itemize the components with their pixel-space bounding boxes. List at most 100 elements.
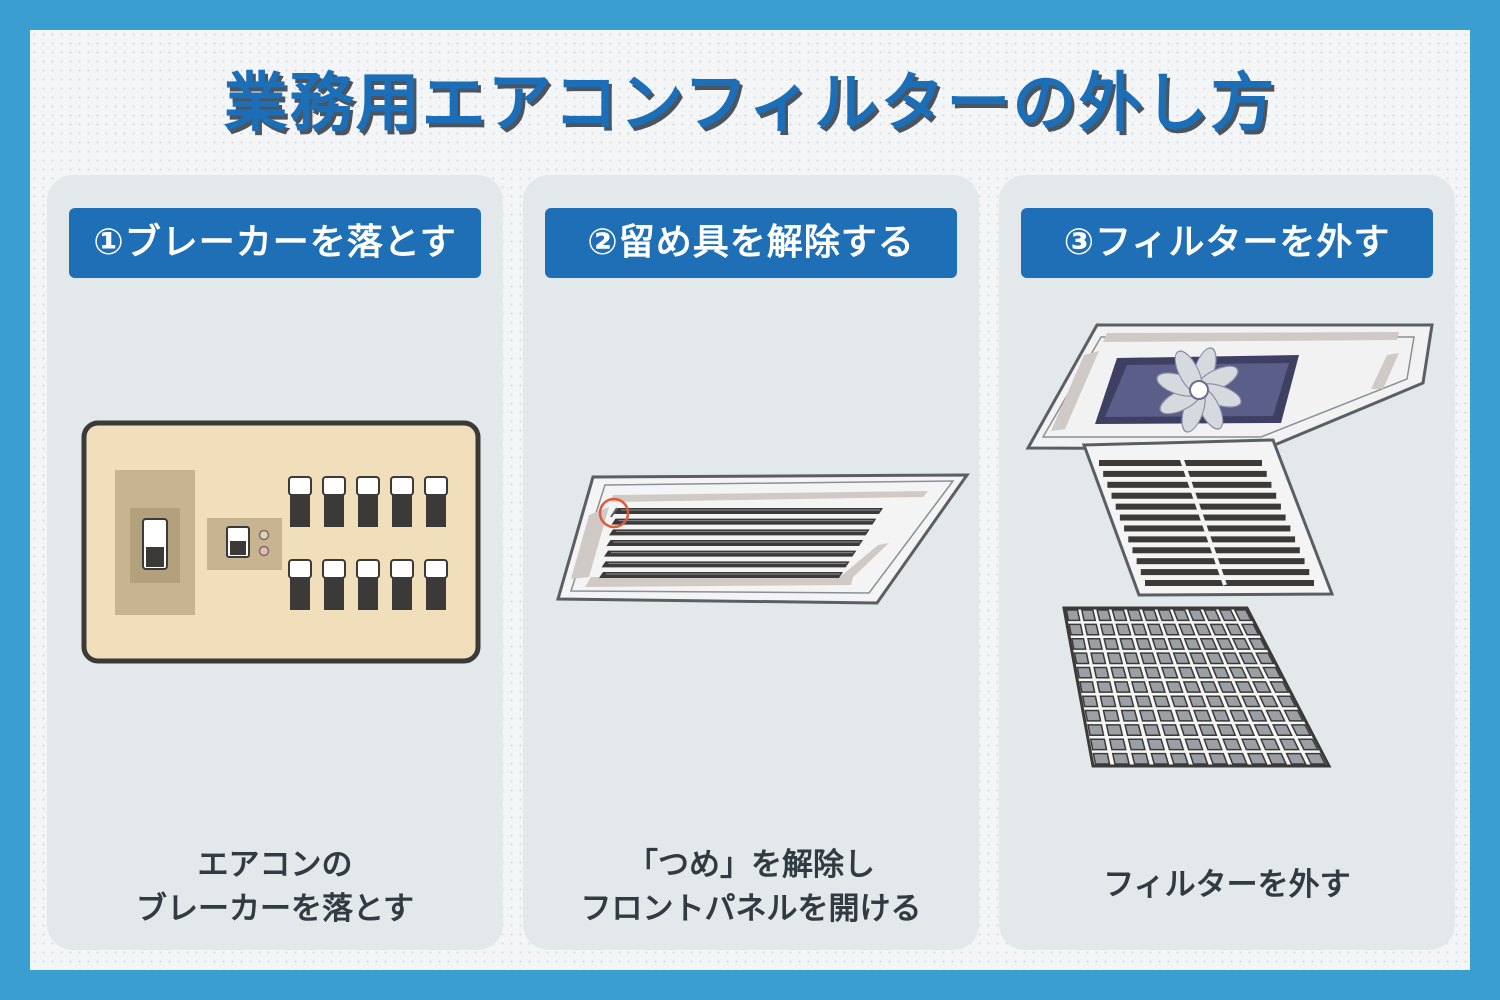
filter-mesh-cell (1278, 738, 1300, 751)
filter-mesh-cell (1148, 681, 1167, 693)
step-card-2: ②留め具を解除する 「つめ」を解除し フロントパネルを開ける (523, 175, 979, 950)
filter-mesh-cell (1089, 738, 1108, 751)
grille-slat (1145, 580, 1314, 586)
filter-mesh-cell (1081, 695, 1099, 708)
filter-mesh-cell (1225, 623, 1244, 636)
filter-mesh-cell (1080, 609, 1097, 622)
filter-mesh-cell (1240, 623, 1260, 636)
step-2-caption-line-2: フロントパネルを開ける (580, 891, 922, 927)
filter-mesh-cell (1161, 724, 1180, 737)
filter-mesh-cell (1253, 724, 1274, 737)
grille-slat (1140, 569, 1310, 576)
filter-mesh-cell (1297, 738, 1320, 751)
filter-mesh-cell (1203, 609, 1222, 622)
step-2-caption-line-1: 「つめ」を解除し (627, 847, 875, 883)
filter-mesh-cell (1070, 637, 1087, 650)
filter-mesh-cell (1184, 738, 1204, 751)
filter-mesh-cell (1258, 695, 1279, 708)
step-card-3: ③フィルターを外す フィルターを外す (999, 175, 1455, 950)
filter-mesh-cell (1222, 652, 1241, 665)
branch-breaker-row-1 (288, 476, 448, 527)
filter-mesh-cell (1119, 637, 1136, 650)
filter-mesh-cell (1127, 666, 1145, 679)
filter-mesh-cell (1143, 666, 1162, 679)
filter-mesh-cell (1223, 695, 1243, 708)
filter-mesh-cell (1087, 637, 1103, 650)
filter-mesh-cell (1179, 724, 1199, 737)
grille-slat (1128, 536, 1296, 543)
filter-mesh-cell (1182, 681, 1202, 693)
step-3-caption: フィルターを外す (999, 863, 1455, 907)
filter-mesh-cell (1150, 752, 1170, 765)
filter-mesh-cell (1079, 681, 1096, 693)
filter-mesh-cell (1187, 695, 1207, 708)
filter-mesh-cell (1103, 637, 1120, 650)
filter-mesh-cell (1231, 637, 1251, 650)
filter-mesh-cell (1217, 681, 1237, 693)
filter-mesh-cell (1233, 609, 1253, 622)
grille-slat (601, 561, 850, 568)
filter-mesh-cell (1102, 709, 1120, 722)
filter-removal-illustration (1025, 323, 1434, 768)
breaker-panel-illustration (81, 420, 481, 664)
filter-mesh-cell (1068, 623, 1084, 636)
filter-mesh-cell (1172, 609, 1190, 622)
filter-mesh-cell (1108, 738, 1127, 751)
filter-mesh-cell (1172, 652, 1191, 665)
filter-mesh-cell (1106, 652, 1124, 665)
filter-mesh-cell (1130, 681, 1149, 693)
filter-mesh-cell (1165, 681, 1184, 693)
filter-mesh-cell (1238, 652, 1258, 665)
filter-mesh-cell (1099, 623, 1116, 636)
filter-mesh-cell (1105, 724, 1124, 737)
filter-mesh-cell (1205, 652, 1225, 665)
filter-mesh-cell (1205, 695, 1225, 708)
filter-mesh-cell (1146, 623, 1164, 636)
filter-mesh-cell (1247, 709, 1268, 722)
filter-mesh-cell (1092, 752, 1111, 765)
filter-mesh-cell (1283, 709, 1305, 722)
filter-mesh-cell (1124, 724, 1143, 737)
filter-mesh-cell (1156, 652, 1174, 665)
filter-mesh-cell (1131, 752, 1150, 765)
filter-mesh-cell (1151, 637, 1169, 650)
filter-mesh-cell (1111, 752, 1131, 765)
filter-mesh-cell (1246, 752, 1268, 765)
filter-mesh-cell (1083, 623, 1100, 636)
filter-mesh-cell (1216, 724, 1237, 737)
filter-mesh-cell (1229, 709, 1249, 722)
filter-mesh-cell (1183, 637, 1202, 650)
filter-mesh-cell (1142, 609, 1159, 622)
filter-mesh-cell (1247, 637, 1268, 650)
grille-slat (599, 572, 843, 578)
filter-mesh-cell (1222, 738, 1243, 751)
filter-mesh-cell (1156, 709, 1176, 722)
grille-slat (609, 529, 870, 536)
grille-slat (614, 508, 883, 514)
filter-mesh-cell (1093, 666, 1110, 679)
filter-mesh-cell (1251, 681, 1272, 693)
filter-mesh-cell (1178, 623, 1196, 636)
filter-mesh-cell (1245, 666, 1265, 679)
filter-mesh-cell (1073, 652, 1090, 665)
step-3-caption-line-1: フィルターを外す (1103, 867, 1351, 903)
filter-mesh-cell (1087, 724, 1105, 737)
filter-mesh-cell (1131, 623, 1148, 636)
filter-mesh-cell (1269, 681, 1290, 693)
front-panel (556, 473, 970, 605)
filter-mesh-cell (1227, 752, 1248, 765)
step-1-caption-line-1: エアコンの (197, 847, 353, 883)
open-panel-grille-slats (1099, 456, 1314, 586)
filter-mesh-cell (1084, 709, 1102, 722)
filter-mesh-cell (1117, 695, 1135, 708)
filter-mesh-cell (1262, 666, 1283, 679)
filter-mesh-cell (1146, 738, 1166, 751)
filter-mesh-cell (1120, 709, 1139, 722)
grille-slat (1099, 460, 1262, 466)
filter-mesh-cell (1165, 738, 1185, 751)
filter-mesh-cell (1167, 637, 1186, 650)
filter-mesh-cell (1198, 724, 1218, 737)
filter-mesh-cell (1090, 652, 1107, 665)
step-2-label: ②留め具を解除する (545, 208, 957, 278)
filter-mesh-cell (1234, 681, 1255, 693)
